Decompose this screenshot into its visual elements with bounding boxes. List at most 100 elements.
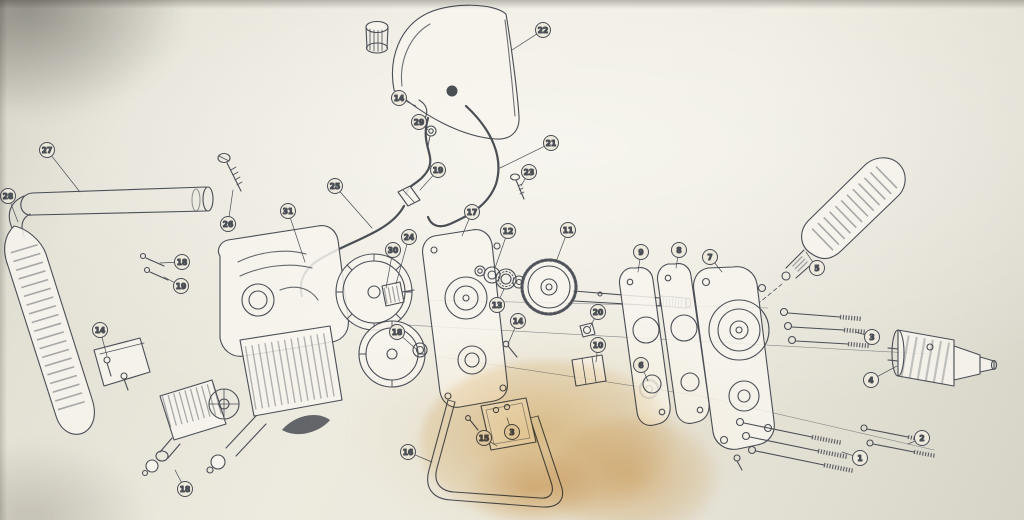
callout-10: 10 bbox=[590, 337, 606, 363]
dark-bracket bbox=[282, 415, 330, 435]
handle-grip bbox=[4, 225, 95, 435]
callout-29: 29 bbox=[411, 114, 429, 131]
fan-plates bbox=[335, 253, 428, 388]
bearing-plate bbox=[422, 229, 526, 408]
svg-text:1: 1 bbox=[857, 454, 862, 463]
svg-text:4: 4 bbox=[868, 376, 873, 385]
callout-30: 30 bbox=[385, 242, 401, 289]
callout-3: 3 bbox=[855, 329, 880, 345]
callout-5: 5 bbox=[805, 251, 825, 276]
svg-text:25: 25 bbox=[330, 182, 340, 191]
svg-text:23: 23 bbox=[524, 168, 534, 177]
spindle-knob bbox=[210, 454, 226, 470]
washer-ring bbox=[425, 125, 437, 137]
svg-text:26: 26 bbox=[223, 220, 233, 229]
callout-19: 19 bbox=[419, 162, 446, 191]
callout-16: 16 bbox=[400, 444, 433, 463]
svg-text:11: 11 bbox=[563, 226, 573, 235]
drill-chuck bbox=[887, 329, 998, 387]
motor-assembly bbox=[141, 225, 349, 477]
cap-ribbed bbox=[365, 20, 389, 54]
svg-text:5: 5 bbox=[814, 264, 819, 273]
top-handle-cover bbox=[365, 4, 520, 147]
screw-bolt-23 bbox=[509, 173, 525, 200]
svg-text:29: 29 bbox=[414, 118, 424, 127]
callout-7: 7 bbox=[702, 249, 723, 273]
clamp-bracket bbox=[93, 337, 151, 391]
svg-text:22: 22 bbox=[538, 26, 548, 35]
lock-nut-20 bbox=[579, 322, 596, 338]
callout-4: 4 bbox=[863, 365, 898, 388]
small-screw-14 bbox=[502, 340, 518, 358]
svg-text:21: 21 bbox=[546, 139, 556, 148]
mount-plate-15 bbox=[465, 397, 537, 451]
svg-text:14: 14 bbox=[95, 326, 105, 335]
armature bbox=[141, 379, 240, 477]
callout-24: 24 bbox=[395, 229, 417, 285]
fin-housing bbox=[239, 325, 343, 417]
svg-text:9: 9 bbox=[638, 248, 643, 257]
callout-1: 1 bbox=[841, 450, 868, 466]
side-rod-handle bbox=[4, 152, 243, 435]
svg-text:6: 6 bbox=[638, 361, 643, 370]
callout-21: 21 bbox=[499, 135, 559, 169]
callout-18: 18 bbox=[389, 324, 417, 350]
svg-text:31: 31 bbox=[283, 207, 293, 216]
svg-text:2: 2 bbox=[919, 434, 924, 443]
pinion-gear-24 bbox=[381, 281, 415, 307]
callout-8: 8 bbox=[671, 242, 687, 269]
callout-18: 18 bbox=[159, 254, 190, 270]
callout-28: 28 bbox=[0, 188, 19, 223]
callout-14: 14 bbox=[391, 90, 417, 107]
callout-22: 22 bbox=[511, 22, 551, 51]
svg-text:14: 14 bbox=[394, 94, 404, 103]
svg-text:13: 13 bbox=[492, 301, 502, 310]
callout-14: 14 bbox=[92, 322, 108, 357]
coupler-sleeve-10 bbox=[571, 354, 607, 387]
svg-text:28: 28 bbox=[3, 192, 13, 201]
svg-text:18: 18 bbox=[392, 328, 402, 337]
switch-button bbox=[446, 85, 458, 97]
callout-17: 17 bbox=[461, 204, 480, 237]
ball-bearing-18 bbox=[412, 342, 428, 358]
callout-11: 11 bbox=[555, 222, 576, 263]
callout-2: 2 bbox=[907, 430, 930, 446]
svg-text:24: 24 bbox=[404, 233, 414, 242]
callout-26: 26 bbox=[220, 189, 236, 232]
svg-text:15: 15 bbox=[479, 434, 489, 443]
svg-text:8: 8 bbox=[676, 246, 681, 255]
svg-text:7: 7 bbox=[707, 253, 712, 262]
assembly-screws bbox=[733, 307, 937, 474]
brush-screws bbox=[139, 252, 169, 281]
gear-housing bbox=[693, 266, 775, 450]
callout-13: 13 bbox=[489, 288, 505, 313]
hex-bolt-26 bbox=[217, 152, 243, 192]
svg-text:12: 12 bbox=[503, 227, 513, 236]
svg-text:3: 3 bbox=[509, 428, 514, 437]
side-grip-handle bbox=[759, 157, 906, 303]
svg-text:14: 14 bbox=[513, 317, 523, 326]
svg-text:19: 19 bbox=[433, 166, 443, 175]
svg-text:17: 17 bbox=[467, 208, 477, 217]
svg-text:10: 10 bbox=[593, 341, 603, 350]
svg-text:3: 3 bbox=[869, 333, 874, 342]
callout-19: 19 bbox=[163, 276, 189, 294]
stand-bracket bbox=[427, 397, 564, 508]
callout-25: 25 bbox=[327, 178, 373, 229]
callout-20: 20 bbox=[589, 304, 606, 328]
svg-text:30: 30 bbox=[388, 246, 398, 255]
callout-14: 14 bbox=[507, 313, 526, 345]
svg-text:18: 18 bbox=[180, 485, 190, 494]
callout-27: 27 bbox=[39, 142, 81, 193]
chuck-key-hole bbox=[926, 343, 934, 351]
callout-9: 9 bbox=[633, 244, 649, 273]
callout-12: 12 bbox=[494, 223, 516, 269]
callout-23: 23 bbox=[520, 164, 537, 187]
svg-text:18: 18 bbox=[177, 258, 187, 267]
callout-31: 31 bbox=[280, 203, 306, 263]
svg-text:16: 16 bbox=[403, 448, 413, 457]
svg-text:19: 19 bbox=[176, 282, 186, 291]
